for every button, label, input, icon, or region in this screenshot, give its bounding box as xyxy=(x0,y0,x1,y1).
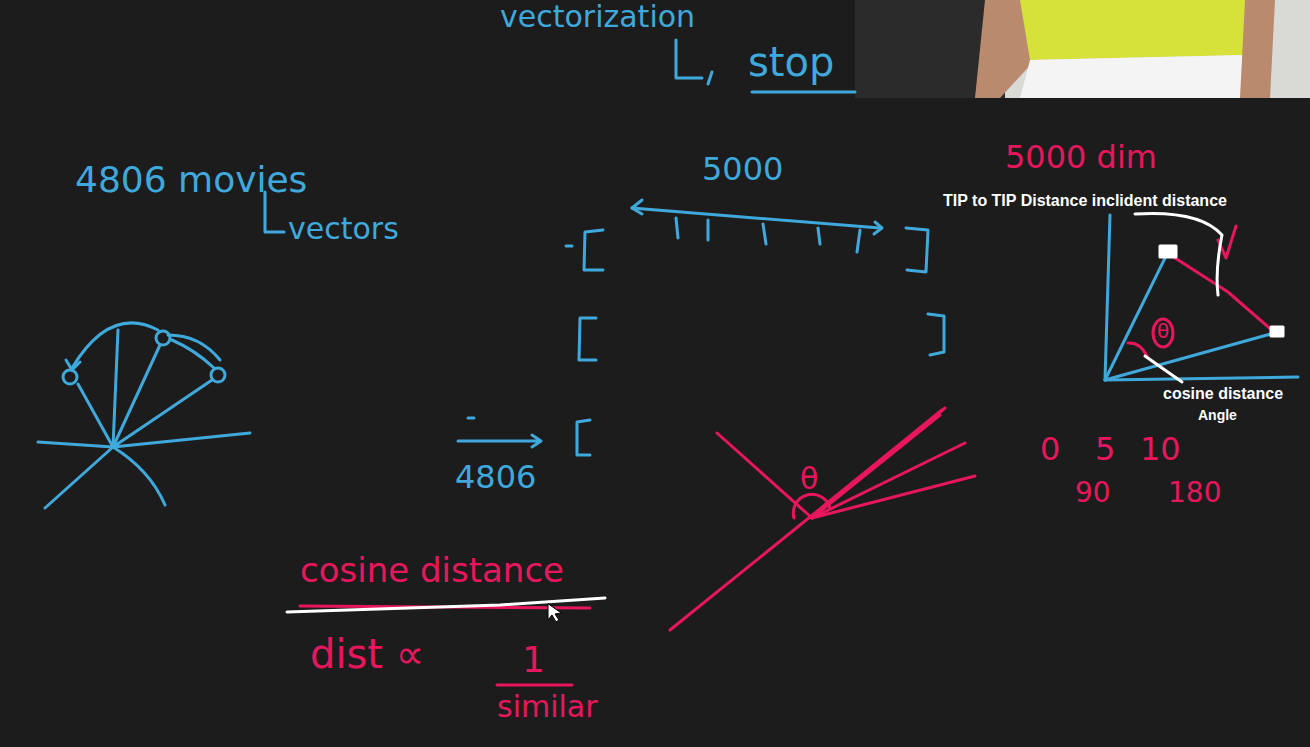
note-word: vectors xyxy=(288,212,399,245)
formula-text: 1 xyxy=(522,640,545,680)
formula-text: dist ∝ xyxy=(310,632,424,676)
dimension-label: 5000 xyxy=(702,152,783,187)
annotation-text: Angle xyxy=(1198,408,1237,423)
angle-symbol: θ xyxy=(1157,320,1169,342)
annotation-text: cosine distance xyxy=(1163,385,1283,403)
scale-number: 5 xyxy=(1095,432,1115,467)
scale-number: 0 xyxy=(1040,432,1060,467)
scale-number: 10 xyxy=(1140,432,1181,467)
white-annotations xyxy=(287,213,1283,622)
note-word: stop xyxy=(748,40,834,84)
heading-word: vectorization xyxy=(500,0,695,33)
scale-number: 180 xyxy=(1168,478,1221,509)
angle-symbol: θ xyxy=(800,462,818,495)
count-label: 4806 movies xyxy=(75,160,307,200)
formula-text: similar xyxy=(497,690,598,723)
scale-number: 90 xyxy=(1075,478,1111,509)
dimension-label: 5000 dim xyxy=(1005,140,1157,175)
heading-word: cosine distance xyxy=(300,552,564,589)
count-label: 4806 xyxy=(455,460,536,495)
pink-chalk xyxy=(300,226,1274,685)
webcam-overlay xyxy=(855,0,1310,98)
blue-chalk xyxy=(38,40,1298,508)
annotation-text: TIP to TIP Distance inclident distance xyxy=(943,192,1227,210)
